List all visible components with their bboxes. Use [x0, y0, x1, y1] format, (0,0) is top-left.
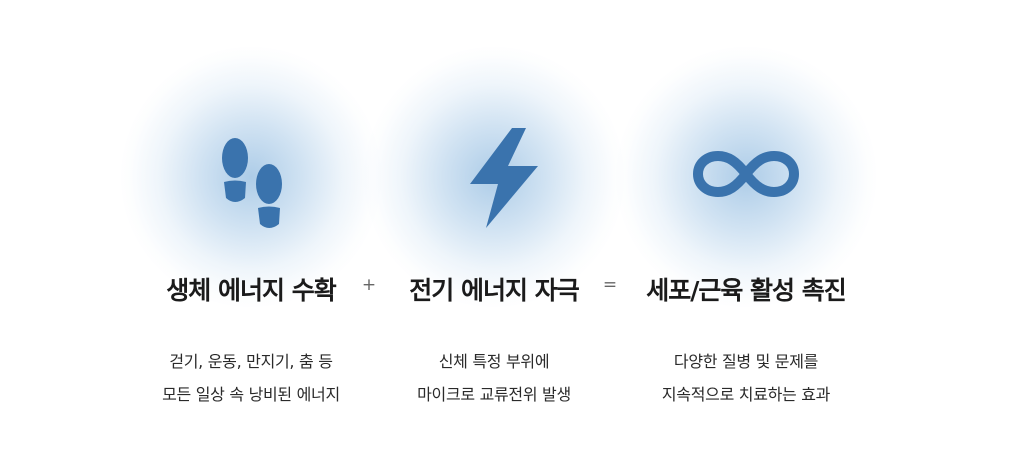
lightning-bolt-icon: [470, 128, 538, 228]
step-title: 생체 에너지 수확: [166, 276, 336, 305]
footprints-icon: [222, 138, 282, 228]
step-title: 전기 에너지 자극: [409, 276, 579, 305]
step-description-line2: 모든 일상 속 낭비된 에너지: [162, 385, 340, 404]
step-description-line2: 마이크로 교류전위 발생: [417, 385, 571, 404]
step-description-line2: 지속적으로 치료하는 효과: [661, 385, 831, 404]
step-title: 세포/근육 활성 촉진: [646, 276, 847, 305]
plus-operator: +: [361, 275, 377, 295]
equals-operator: =: [602, 275, 618, 295]
infinity-icon: [693, 151, 799, 197]
step-description-line1: 걷기, 운동, 만지기, 춤 등: [169, 352, 333, 371]
glow-background-1: [121, 47, 381, 307]
step-description-line1: 다양한 질병 및 문제를: [673, 352, 819, 371]
step-description-line1: 신체 특정 부위에: [438, 352, 550, 371]
